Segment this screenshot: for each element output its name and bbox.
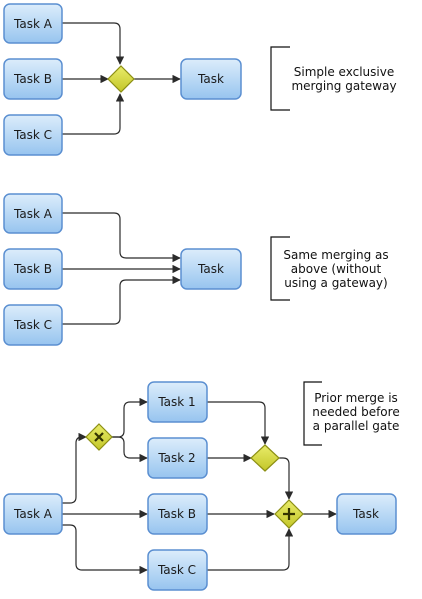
annotation-bracket	[270, 46, 290, 111]
task-a-label: Task A	[13, 207, 53, 221]
task-1-label: Task 1	[157, 395, 195, 409]
task-2[interactable]: Task 2	[147, 437, 208, 479]
task-b[interactable]: Task B	[147, 493, 208, 535]
task-output[interactable]: Task	[336, 493, 397, 535]
diagram2-connectors	[62, 212, 181, 325]
diagram-exclusive-gateway: Task A Task B Task C Task Simple exclusi…	[3, 3, 397, 156]
diagram-no-gateway: Task A Task B Task C Task Same merging a…	[3, 193, 389, 346]
flow-split-to-task-1	[112, 397, 148, 438]
task-output-label: Task	[197, 262, 224, 276]
annotation-2-line-1: Same merging as	[283, 248, 388, 262]
task-c-label: Task C	[13, 128, 52, 142]
parallel-gateway[interactable]	[274, 499, 304, 529]
flow-split-to-task-2	[112, 436, 148, 463]
task-a[interactable]: Task A	[3, 3, 63, 44]
task-b-label: Task B	[157, 507, 196, 521]
task-c-label: Task C	[157, 563, 196, 577]
diagram-parallel-gateway: Task A Task 1 Task 2 Task B Task C	[3, 381, 400, 591]
annotation-2: Same merging as above (without using a g…	[270, 236, 389, 301]
flow-a-to-task-c	[62, 524, 148, 575]
annotation-1-line-1: Simple exclusive	[294, 65, 394, 79]
plus-icon	[283, 508, 295, 520]
flow-a-to-gateway	[62, 22, 125, 65]
exclusive-split-gateway[interactable]	[85, 423, 113, 451]
task-output[interactable]: Task	[180, 58, 242, 100]
task-a[interactable]: Task A	[3, 193, 63, 234]
annotation-2-line-2: above (without	[291, 262, 382, 276]
task-b[interactable]: Task B	[3, 248, 63, 290]
flow-task-1-to-merge	[207, 401, 270, 445]
task-c-label: Task C	[13, 318, 52, 332]
task-output[interactable]: Task	[180, 248, 242, 290]
annotation-2-line-3: using a gateway)	[284, 276, 387, 290]
task-a-label: Task A	[13, 507, 53, 521]
annotation-1-line-2: merging gateway	[291, 79, 396, 93]
exclusive-merge-gateway[interactable]	[250, 444, 280, 472]
flow-merge-to-parallel	[279, 457, 294, 500]
flow-a-to-task	[62, 212, 181, 263]
annotation-bracket	[303, 381, 322, 446]
task-output-label: Task	[197, 72, 224, 86]
task-a-label: Task A	[13, 17, 53, 31]
task-output-label: Task	[352, 507, 379, 521]
annotation-3: Prior merge is needed before a parallel …	[303, 381, 400, 446]
diagram1-connectors	[62, 22, 181, 135]
annotation-3-line-2: needed before	[312, 405, 399, 419]
task-1[interactable]: Task 1	[147, 381, 208, 423]
annotation-bracket	[270, 236, 290, 301]
annotation-3-line-3: a parallel gate	[313, 419, 400, 433]
task-a[interactable]: Task A	[3, 493, 63, 535]
flow-c-to-gateway	[62, 93, 125, 135]
task-b-label: Task B	[13, 72, 52, 86]
task-c[interactable]: Task C	[3, 114, 63, 156]
x-icon	[94, 432, 104, 442]
task-c[interactable]: Task C	[147, 549, 208, 591]
annotation-3-line-1: Prior merge is	[314, 391, 398, 405]
task-b-label: Task B	[13, 262, 52, 276]
flow-task-c-to-parallel	[207, 528, 294, 571]
flow-a-to-split	[62, 432, 87, 504]
annotation-1: Simple exclusive merging gateway	[270, 46, 397, 111]
task-c[interactable]: Task C	[3, 304, 63, 346]
task-b[interactable]: Task B	[3, 58, 63, 100]
diagram3-connectors	[62, 397, 337, 575]
flow-c-to-task	[62, 275, 181, 325]
exclusive-gateway[interactable]	[107, 65, 135, 93]
task-2-label: Task 2	[157, 451, 195, 465]
